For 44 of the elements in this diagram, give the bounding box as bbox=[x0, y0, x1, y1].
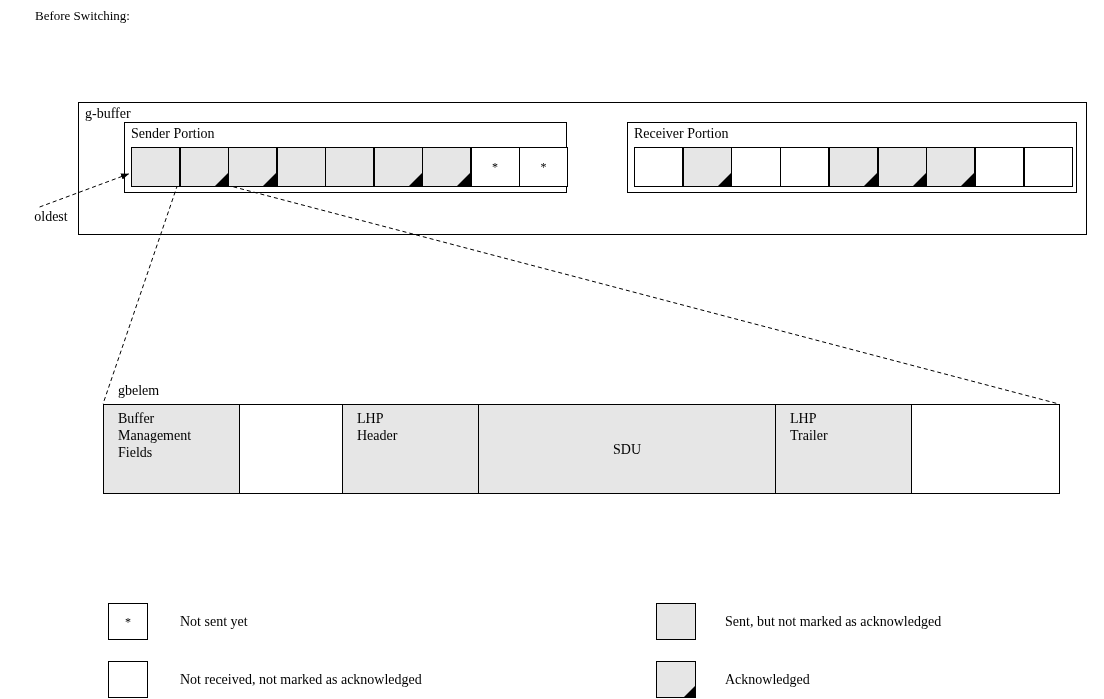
field-text: Buffer Management Fields bbox=[118, 410, 193, 461]
buffer-slot bbox=[179, 147, 229, 187]
buffer-slot bbox=[228, 147, 277, 187]
record-field bbox=[911, 404, 1060, 494]
buffer-slot bbox=[373, 147, 423, 187]
buffer-slot bbox=[1023, 147, 1073, 187]
field-text: LHP Trailer bbox=[790, 410, 829, 444]
buffer-slot bbox=[470, 147, 520, 187]
buffer-slot bbox=[276, 147, 326, 187]
record-field bbox=[103, 404, 240, 494]
buffer-slot bbox=[926, 147, 976, 187]
diagram-title: Before Switching: bbox=[35, 7, 130, 24]
cell-text: * bbox=[539, 158, 548, 176]
cell-text: SDU bbox=[612, 440, 642, 458]
buffer-slot bbox=[780, 147, 830, 187]
unsent-mark: * bbox=[125, 614, 131, 631]
record-field bbox=[478, 404, 776, 494]
record-field bbox=[775, 404, 912, 494]
buffer-slot bbox=[828, 147, 879, 187]
buffer-slot bbox=[731, 147, 781, 187]
panel-title: g-buffer bbox=[85, 105, 131, 122]
buffer-slot bbox=[634, 147, 684, 187]
pointer-arrow bbox=[39, 173, 130, 208]
legend-text: Not sent yet bbox=[180, 613, 248, 630]
buffer-slot bbox=[131, 147, 180, 187]
buffer-slot bbox=[422, 147, 471, 187]
cell-text: * bbox=[491, 158, 499, 176]
portion-panel bbox=[124, 122, 567, 193]
panel-title: Receiver Portion bbox=[634, 125, 729, 142]
portion-panel bbox=[627, 122, 1077, 193]
legend-text: Sent, but not marked as acknowledged bbox=[725, 613, 942, 630]
record-field bbox=[342, 404, 479, 494]
pointer-text: oldest bbox=[33, 207, 69, 225]
field-text: LHP Header bbox=[357, 410, 399, 444]
legend-text: Acknowledged bbox=[725, 671, 810, 688]
buffer-slot bbox=[877, 147, 927, 187]
buffer-panel bbox=[78, 102, 1087, 235]
buffer-slot bbox=[519, 147, 568, 187]
panel-title: Sender Portion bbox=[131, 125, 215, 142]
legend-text: Not received, not marked as acknowledged bbox=[180, 671, 422, 688]
buffer-slot bbox=[325, 147, 374, 187]
buffer-slot bbox=[974, 147, 1025, 187]
buffer-slot bbox=[682, 147, 732, 187]
record-title: gbelem bbox=[118, 382, 160, 399]
